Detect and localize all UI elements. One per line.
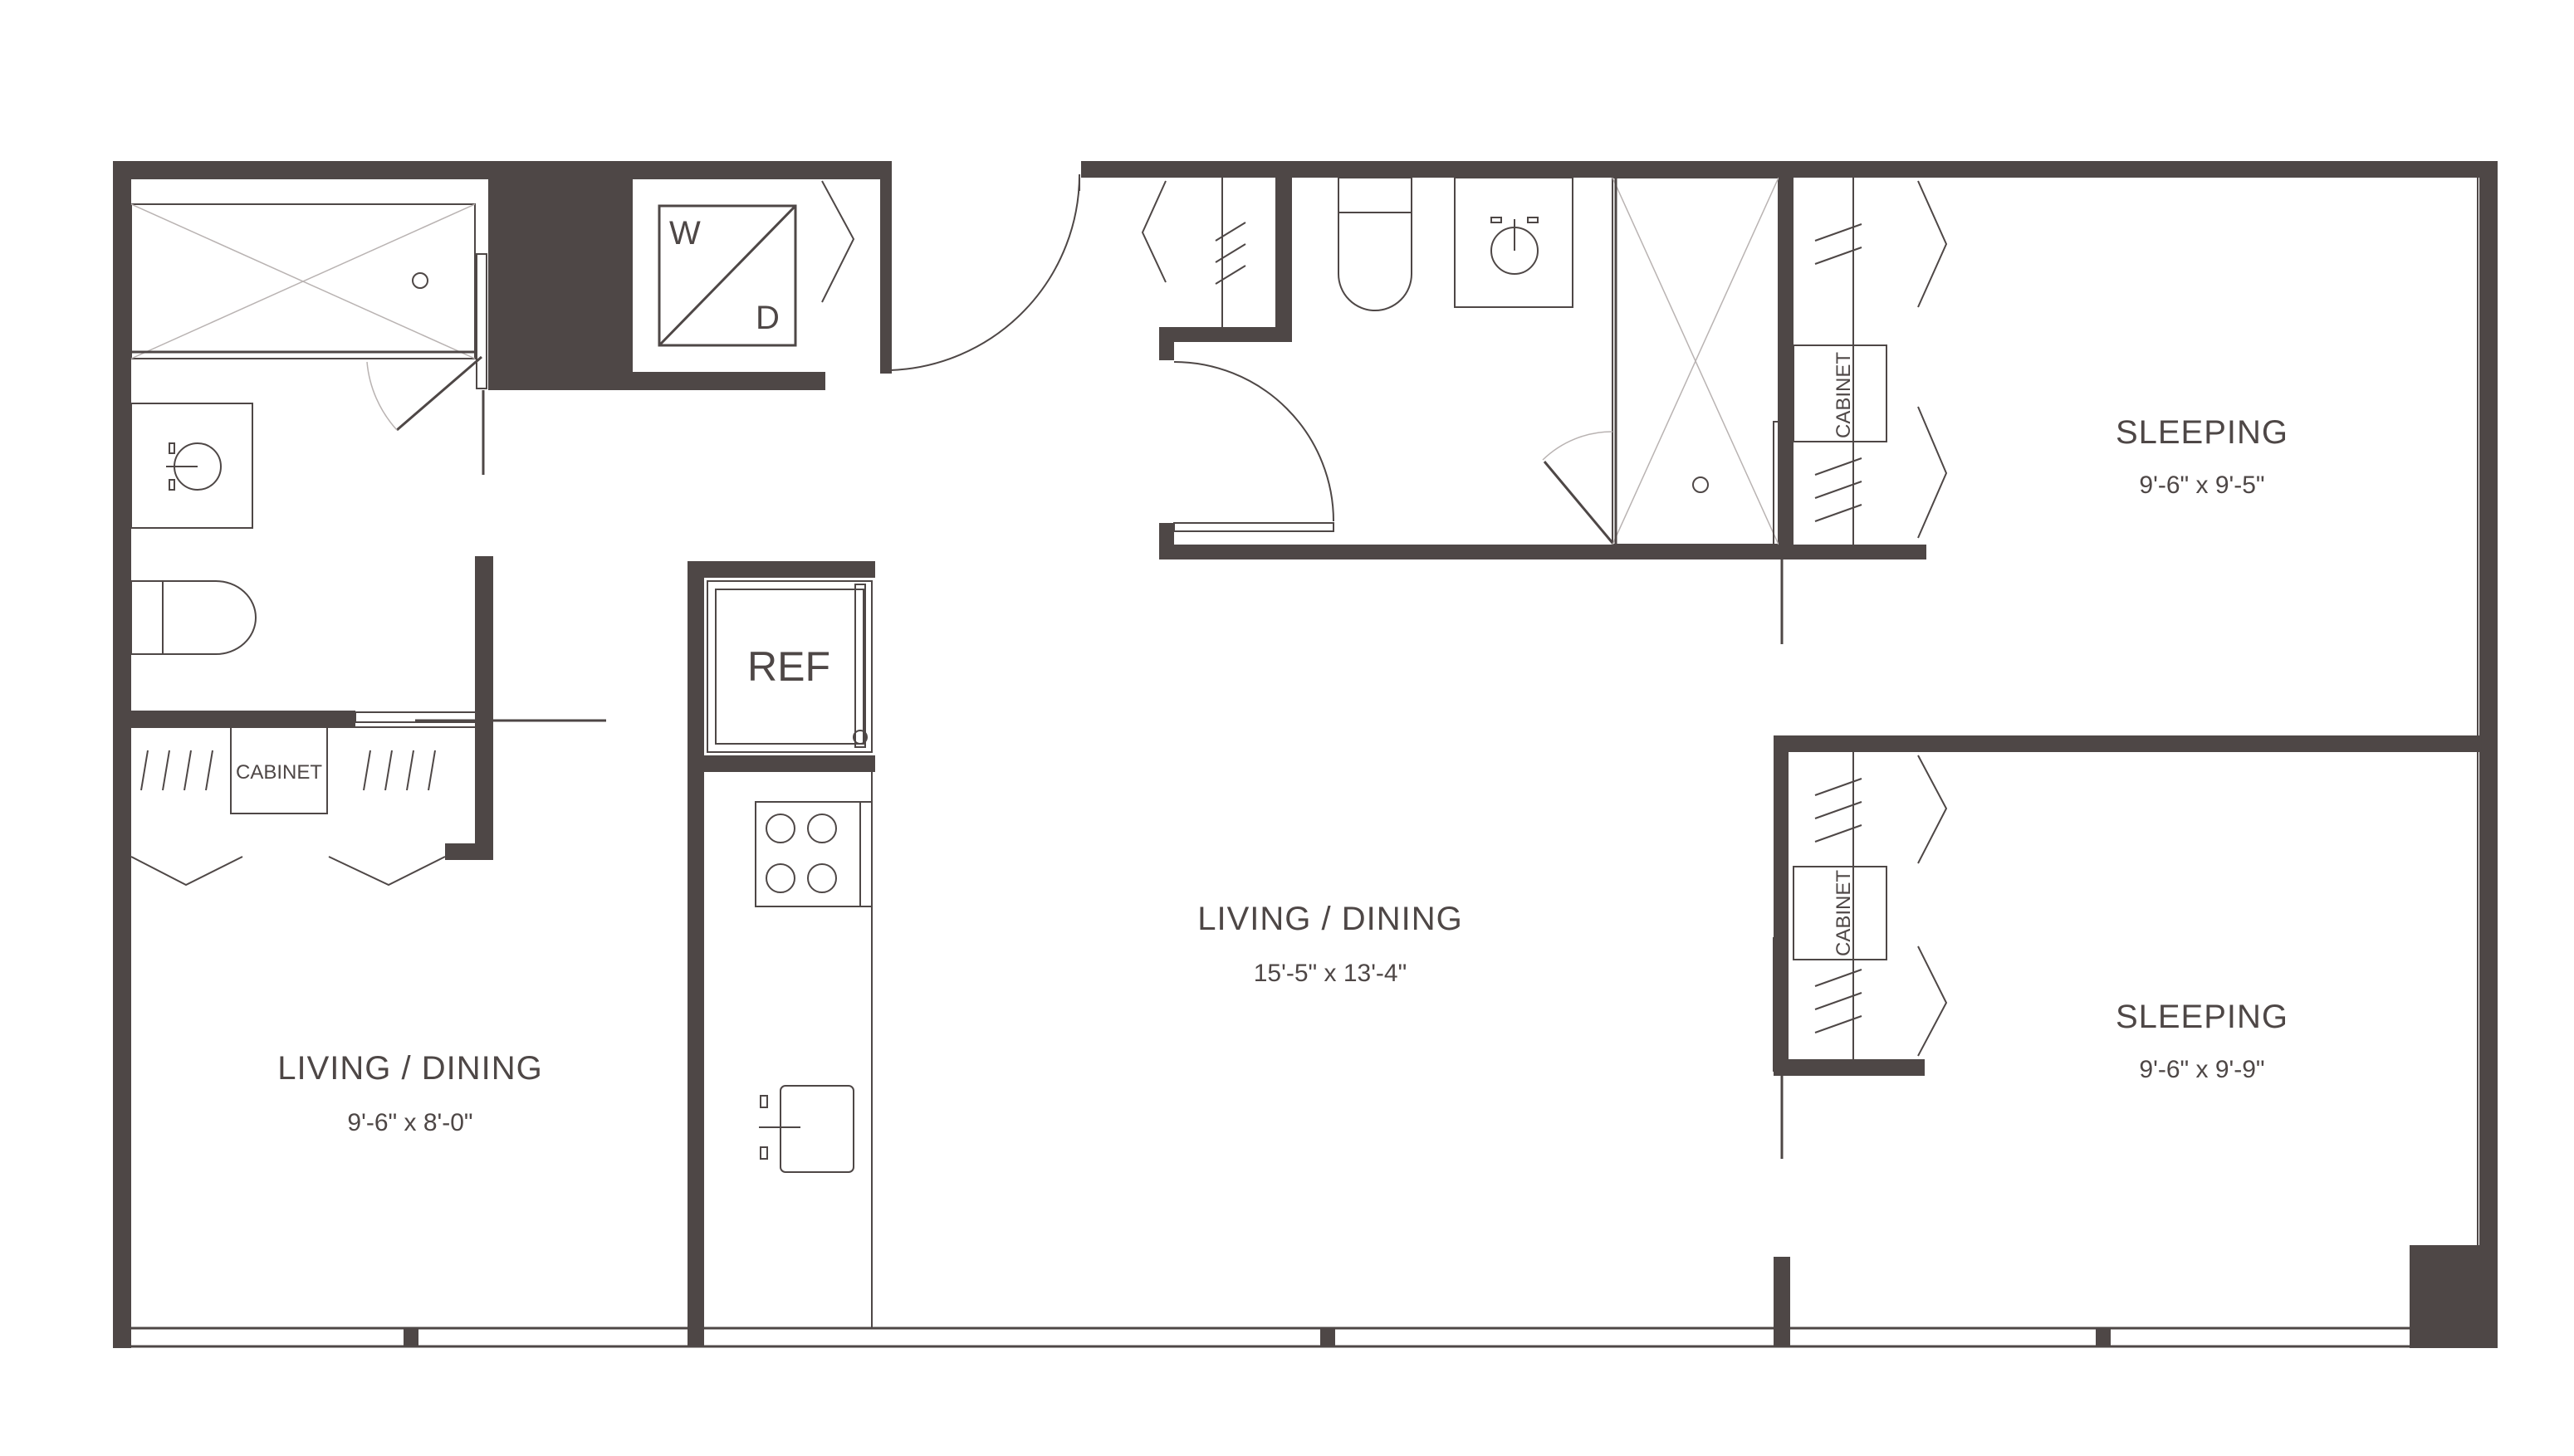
living-dining-main-dims: 15'-5" x 13'-4" bbox=[1254, 960, 1407, 987]
left-bathroom bbox=[113, 161, 619, 860]
sleeping-top-name: SLEEPING bbox=[2116, 414, 2288, 451]
cabinet-bottom-label: CABINET bbox=[1833, 870, 1855, 956]
sleeping-bottom-name: SLEEPING bbox=[2116, 999, 2288, 1035]
cabinet-top-label: CABINET bbox=[1833, 352, 1855, 438]
bottom-sleeping-closet: CABINET bbox=[1773, 735, 2498, 1346]
refrigerator-label: REF bbox=[747, 643, 830, 690]
sleeping-bottom-dims: 9'-6" x 9'-9" bbox=[2139, 1056, 2264, 1083]
living-dining-left-name: LIVING / DINING bbox=[277, 1050, 543, 1087]
room-labels: LIVING / DINING 9'-6" x 8'-0" LIVING / D… bbox=[277, 414, 2288, 1136]
living-dining-main-name: LIVING / DINING bbox=[1197, 901, 1463, 937]
kitchen: REF bbox=[688, 561, 875, 1346]
top-sleeping-closet: CABINET bbox=[1773, 161, 1948, 644]
cabinet-left-label: CABINET bbox=[236, 761, 322, 784]
left-closet: CABINET bbox=[130, 726, 475, 887]
laundry-closet: W D bbox=[619, 161, 892, 390]
center-bathroom bbox=[1141, 177, 1926, 559]
sleeping-top-dims: 9'-6" x 9'-5" bbox=[2139, 471, 2264, 499]
exterior-walls bbox=[113, 161, 2498, 1348]
living-dining-left-dims: 9'-6" x 8'-0" bbox=[347, 1109, 472, 1136]
washer-label: W bbox=[669, 215, 701, 252]
dryer-label: D bbox=[756, 300, 780, 336]
entry-door bbox=[889, 173, 1080, 371]
